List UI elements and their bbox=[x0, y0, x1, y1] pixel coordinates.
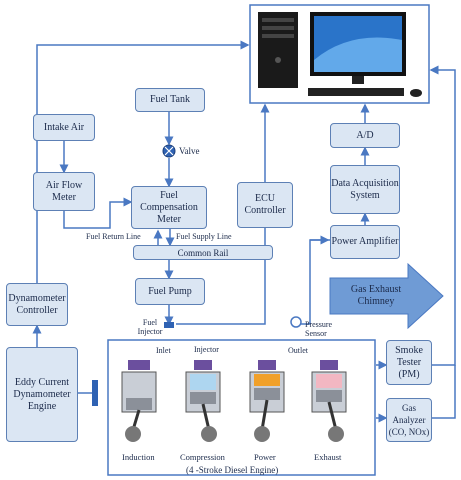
outlet-label: Outlet bbox=[288, 346, 308, 355]
injector-label: Injector bbox=[194, 345, 219, 354]
power-cylinder-icon bbox=[249, 360, 285, 442]
valve-label: Valve bbox=[179, 146, 200, 156]
gas-analyzer-box: Gas Analyzer (CO, NOx) bbox=[386, 398, 432, 442]
induction-cylinder-icon bbox=[121, 360, 157, 442]
stroke-exhaust-label: Exhaust bbox=[314, 452, 342, 462]
keyboard-icon bbox=[308, 88, 422, 97]
fuel-pump-box: Fuel Pump bbox=[135, 278, 205, 305]
pressure-sensor-label: Pressure Sensor bbox=[305, 320, 333, 338]
valve-icon bbox=[162, 144, 176, 158]
stroke-compression-label: Compression bbox=[180, 452, 225, 462]
gas-exhaust-chimney-label: Gas Exhaust Chimney bbox=[350, 284, 402, 307]
ecu-controller-box: ECU Controller bbox=[237, 182, 293, 228]
intake-air-box: Intake Air bbox=[33, 114, 95, 141]
pc-tower-icon bbox=[258, 12, 298, 88]
dynamometer-controller-box: Dynamometer Controller bbox=[6, 283, 68, 326]
fuel-return-line-label: Fuel Return Line bbox=[86, 232, 141, 241]
fuel-tank-box: Fuel Tank bbox=[135, 88, 205, 112]
ad-box: A/D bbox=[330, 123, 400, 148]
air-flow-meter-box: Air Flow Meter bbox=[33, 172, 95, 211]
stroke-induction-label: Induction bbox=[122, 452, 155, 462]
stroke-power-label: Power bbox=[254, 452, 276, 462]
eddy-current-engine-box: Eddy Current Dynamometer Engine bbox=[6, 347, 78, 442]
engine-caption: (4 -Stroke Diesel Engine) bbox=[186, 465, 279, 475]
smoke-tester-box: Smoke Tester (PM) bbox=[386, 340, 432, 385]
fuel-injector-label: Fuel Injector bbox=[137, 318, 163, 336]
data-acquisition-box: Data Acquisition System bbox=[330, 165, 400, 214]
dyno-coupling-icon bbox=[92, 380, 98, 406]
common-rail-box: Common Rail bbox=[133, 245, 273, 260]
pressure-sensor-icon bbox=[290, 316, 302, 328]
monitor-icon bbox=[310, 12, 406, 84]
power-amplifier-box: Power Amplifier bbox=[330, 225, 400, 259]
exhaust-cylinder-icon bbox=[311, 360, 347, 442]
fuel-injector-icon bbox=[164, 322, 174, 328]
gas-exhaust-arrow bbox=[329, 262, 444, 330]
fuel-compensation-meter-box: Fuel Compensation Meter bbox=[131, 186, 207, 229]
fuel-supply-line-label: Fuel Supply Line bbox=[176, 232, 232, 241]
inlet-label: Inlet bbox=[156, 346, 171, 355]
compression-cylinder-icon bbox=[185, 360, 221, 442]
